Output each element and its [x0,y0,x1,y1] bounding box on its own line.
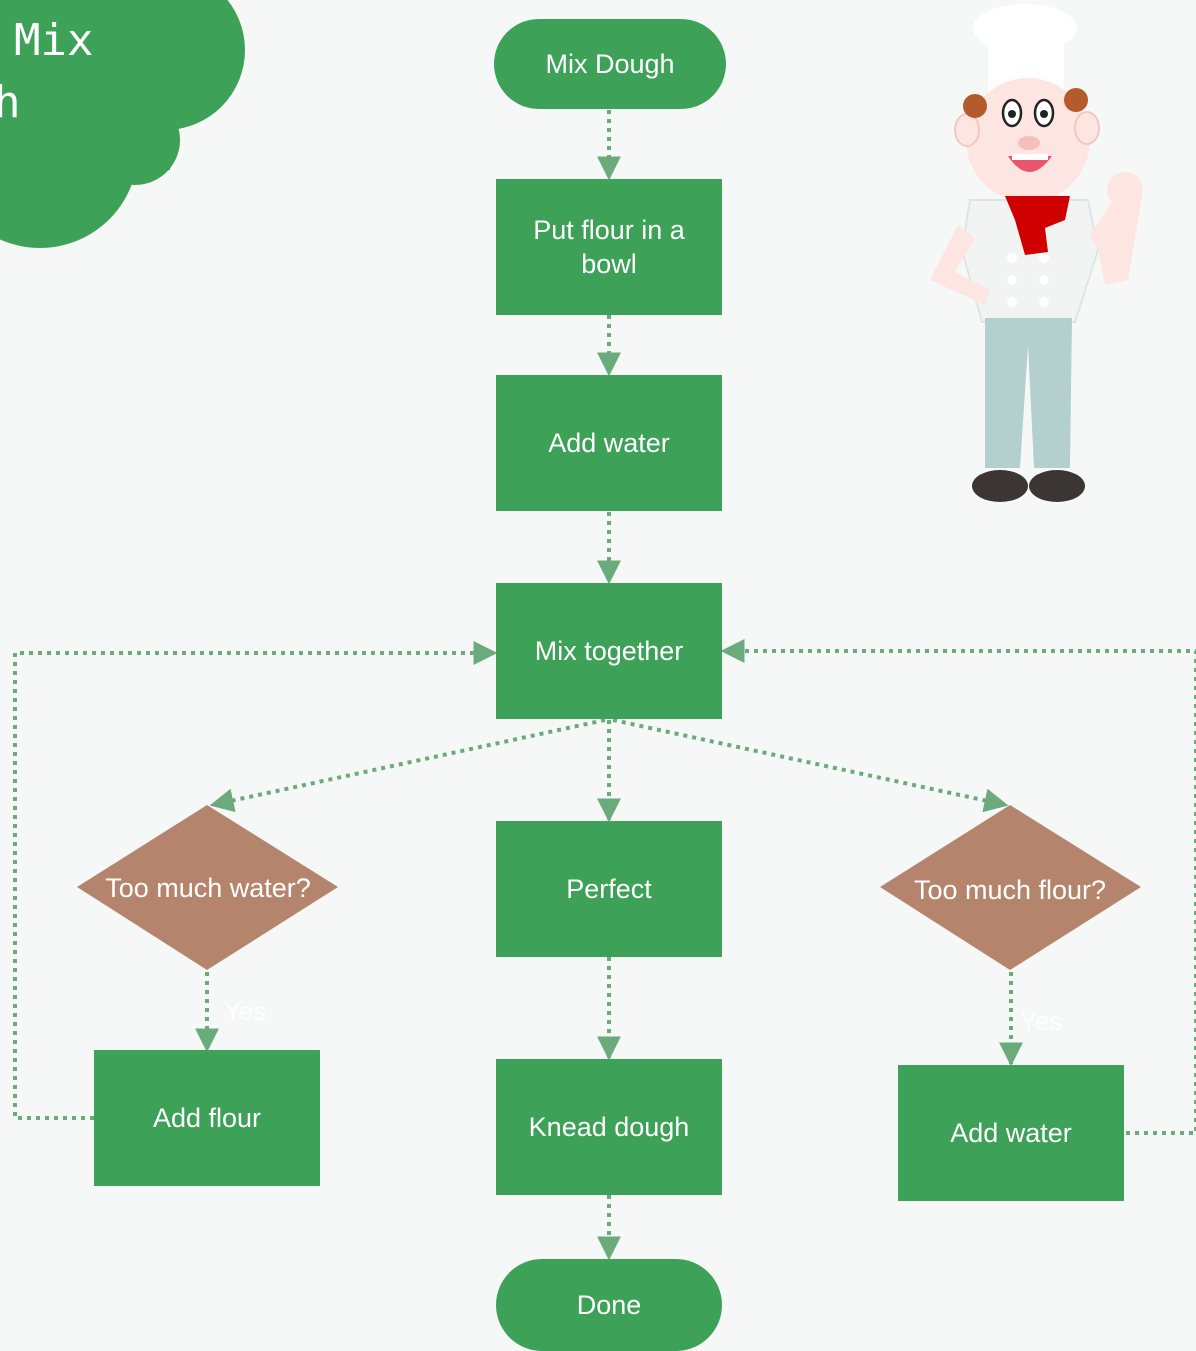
edge-mix-to-tooflour [612,718,1009,813]
node-put-flour-in-bowl[interactable]: Put flour in a bowl [496,179,722,315]
edge-label-yes-right: Yes [1020,1006,1063,1036]
title-cloud-shape [0,0,245,248]
title-cloud-line-1: Mix [14,15,94,66]
decision-too-much-water-shape [77,805,338,970]
node-mix-together[interactable]: Mix together [496,583,722,719]
title-cloud-line-2: h [0,77,21,128]
node-done[interactable]: Done [496,1259,722,1351]
decision-too-much-water[interactable]: Too much water? [105,873,311,903]
node-add-water[interactable]: Add water [496,375,722,511]
edge-addflour-loop-to-mix [13,641,498,1120]
node-start[interactable]: Mix Dough [494,19,726,109]
edge-label-yes-left: Yes [224,996,267,1026]
edge-mix-to-toowater [209,718,606,813]
node-add-water-2[interactable]: Add water [898,1065,1124,1201]
decision-too-much-flour-shape [880,805,1141,970]
node-knead-dough[interactable]: Knead dough [496,1059,722,1195]
node-perfect[interactable]: Perfect [496,821,722,957]
node-add-flour[interactable]: Add flour [94,1050,320,1186]
chef-illustration [930,4,1143,502]
decision-too-much-flour[interactable]: Too much flour? [913,875,1107,905]
